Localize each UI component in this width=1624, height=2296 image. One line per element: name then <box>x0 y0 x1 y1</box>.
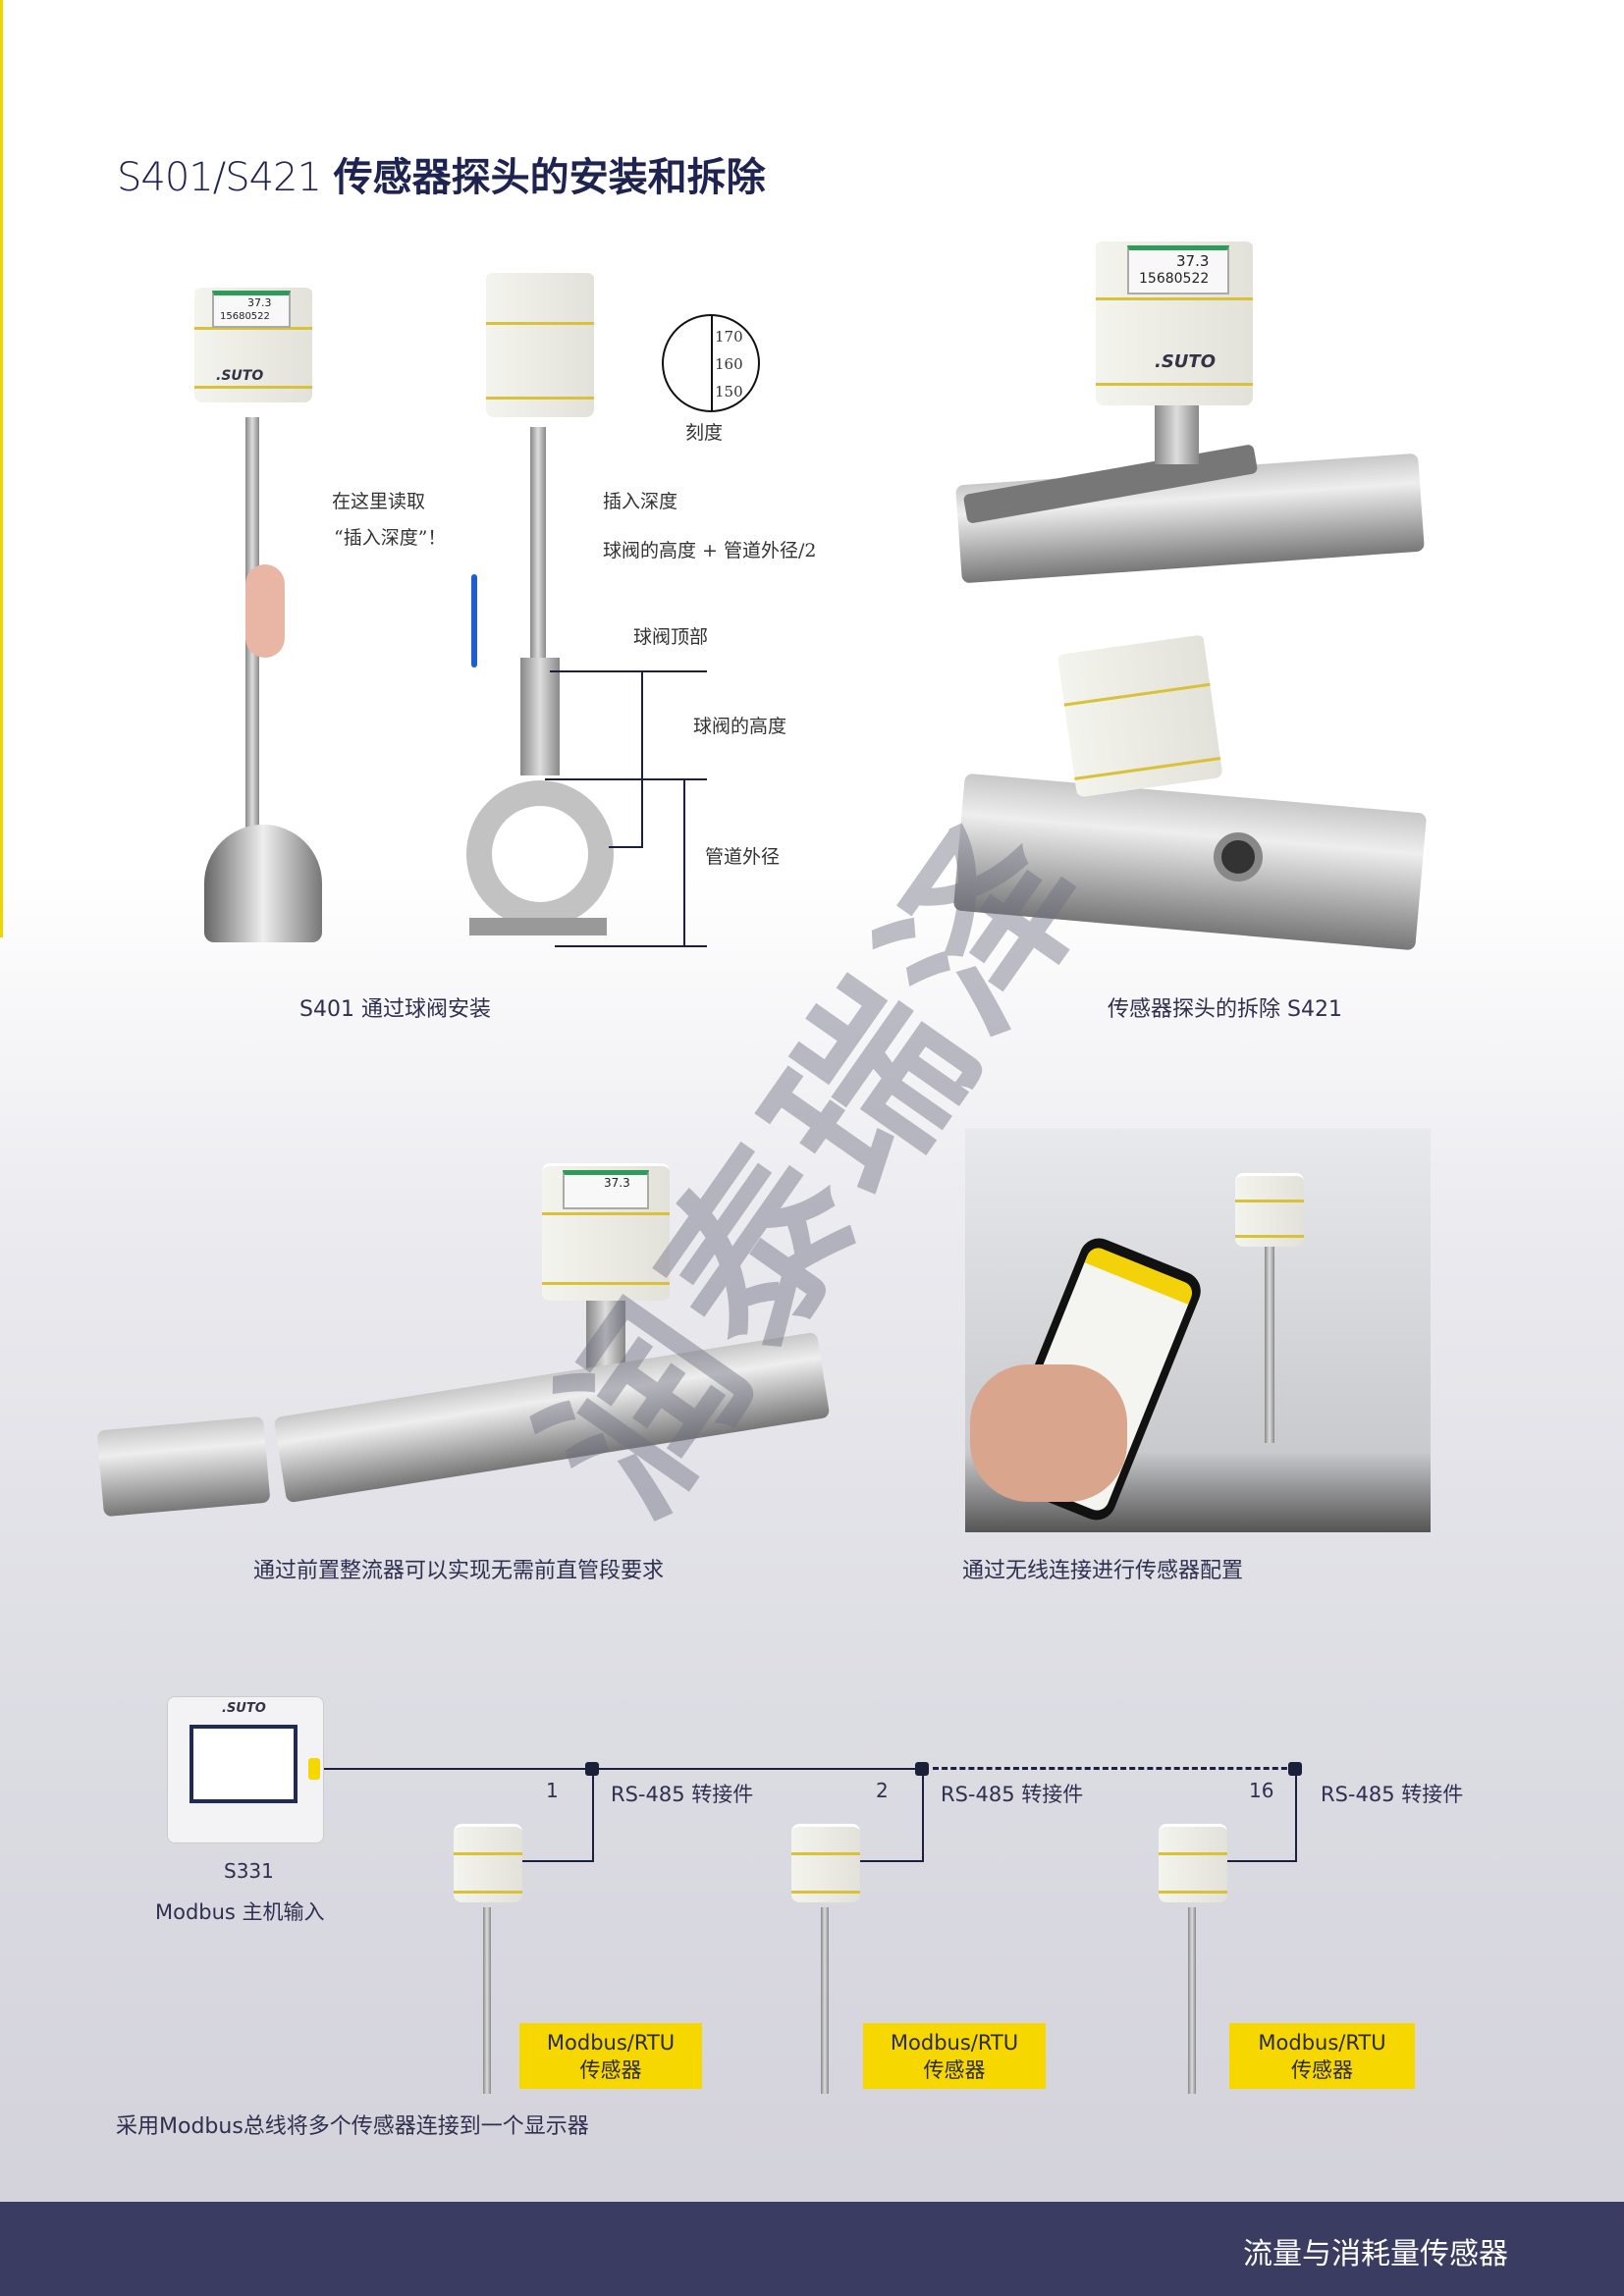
badge-line1: Modbus/RTU <box>890 2031 1019 2055</box>
s401-install-diagram <box>422 265 717 952</box>
screen-total: 15680522 <box>220 311 270 322</box>
badge-line1: Modbus/RTU <box>1258 2031 1386 2055</box>
screen-value: 37.3 <box>604 1176 630 1190</box>
valve-height-label: 球阀的高度 <box>693 716 787 737</box>
caption-straightener: 通过前置整流器可以实现无需前直管段要求 <box>253 1559 665 1583</box>
suto-logo: .SUTO <box>222 1701 266 1716</box>
screen-total: 15680522 <box>1139 271 1210 287</box>
scale-tick-150: 150 <box>715 383 743 400</box>
insert-depth-label: 插入深度 <box>603 491 678 512</box>
title-text: 传感器探头的安装和拆除 <box>333 155 766 200</box>
modbus-rtu-badge: Modbus/RTU 传感器 <box>863 2023 1046 2089</box>
sensor-screen: 37.3 15680522 <box>1127 245 1229 294</box>
sensor-screen: 37.3 <box>563 1170 649 1209</box>
caption-s421: 传感器探头的拆除 S421 <box>1108 997 1342 1022</box>
title-model: S401/S421 <box>117 155 322 200</box>
badge-line1: Modbus/RTU <box>546 2031 676 2055</box>
node-connector-label: RS-485 转接件 <box>941 1783 1084 1806</box>
node-connector-label: RS-485 转接件 <box>1321 1783 1464 1806</box>
flow-straightener-photo: 37.3 <box>95 1158 831 1518</box>
node-number: 1 <box>546 1779 559 1802</box>
sensor-screen: 37.3 15680522 <box>212 291 291 328</box>
modbus-rtu-badge: Modbus/RTU 传感器 <box>519 2023 702 2089</box>
badge-line2: 传感器 <box>923 2058 986 2082</box>
left-accent-line <box>0 0 3 937</box>
insert-depth-formula: 球阀的高度 + 管道外径/2 <box>603 540 817 561</box>
node-number: 2 <box>876 1779 889 1802</box>
modbus-rtu-badge: Modbus/RTU 传感器 <box>1229 2023 1415 2089</box>
wireless-config-photo <box>965 1129 1431 1532</box>
bus-line-dashed <box>933 1767 1296 1770</box>
node-number: 16 <box>1249 1779 1274 1802</box>
modbus-sensor <box>1159 1824 1227 2099</box>
screen-value: 37.3 <box>247 296 272 309</box>
pipe-od-label: 管道外径 <box>705 846 781 868</box>
screen-value: 37.3 <box>1176 252 1210 270</box>
probe-removal-photo <box>952 631 1428 970</box>
scale-label: 刻度 <box>685 422 724 444</box>
rs485-connector <box>1288 1762 1302 1776</box>
rs485-connector <box>915 1762 929 1776</box>
badge-line2: 传感器 <box>1291 2058 1353 2082</box>
s401-hand-photo: 37.3 15680522 .SUTO <box>187 275 344 962</box>
caption-wireless: 通过无线连接进行传感器配置 <box>962 1559 1244 1583</box>
host-label: Modbus 主机输入 <box>155 1900 325 1924</box>
scale-magnifier: 170 160 150 <box>662 314 760 412</box>
rs485-connector <box>585 1762 599 1776</box>
modbus-sensor <box>791 1824 860 2099</box>
node-connector-label: RS-485 转接件 <box>611 1783 754 1806</box>
scale-tick-170: 170 <box>715 328 743 346</box>
suto-logo: .SUTO <box>1155 351 1216 372</box>
wrench-photo: 37.3 15680522 .SUTO <box>955 234 1425 584</box>
footer-text: 流量与消耗量传感器 <box>1243 2237 1508 2271</box>
scale-tick-160: 160 <box>715 355 743 373</box>
badge-line2: 传感器 <box>579 2058 642 2082</box>
s331-display-device: .SUTO <box>167 1696 324 1843</box>
valve-top-label: 球阀顶部 <box>633 626 709 648</box>
modbus-sensor <box>454 1824 522 2099</box>
caption-bus: 采用Modbus总线将多个传感器连接到一个显示器 <box>116 2114 589 2139</box>
insert-depth-quote-label: “插入深度”！ <box>334 527 447 549</box>
host-model: S331 <box>224 1859 274 1883</box>
read-here-label: 在这里读取 <box>332 491 426 512</box>
bus-line <box>324 1768 923 1770</box>
suto-logo: .SUTO <box>216 368 264 384</box>
caption-s401: S401 通过球阀安装 <box>299 997 491 1022</box>
page-title: S401/S421 传感器探头的安装和拆除 <box>117 145 766 202</box>
footer-bar: 流量与消耗量传感器 <box>0 2202 1624 2296</box>
